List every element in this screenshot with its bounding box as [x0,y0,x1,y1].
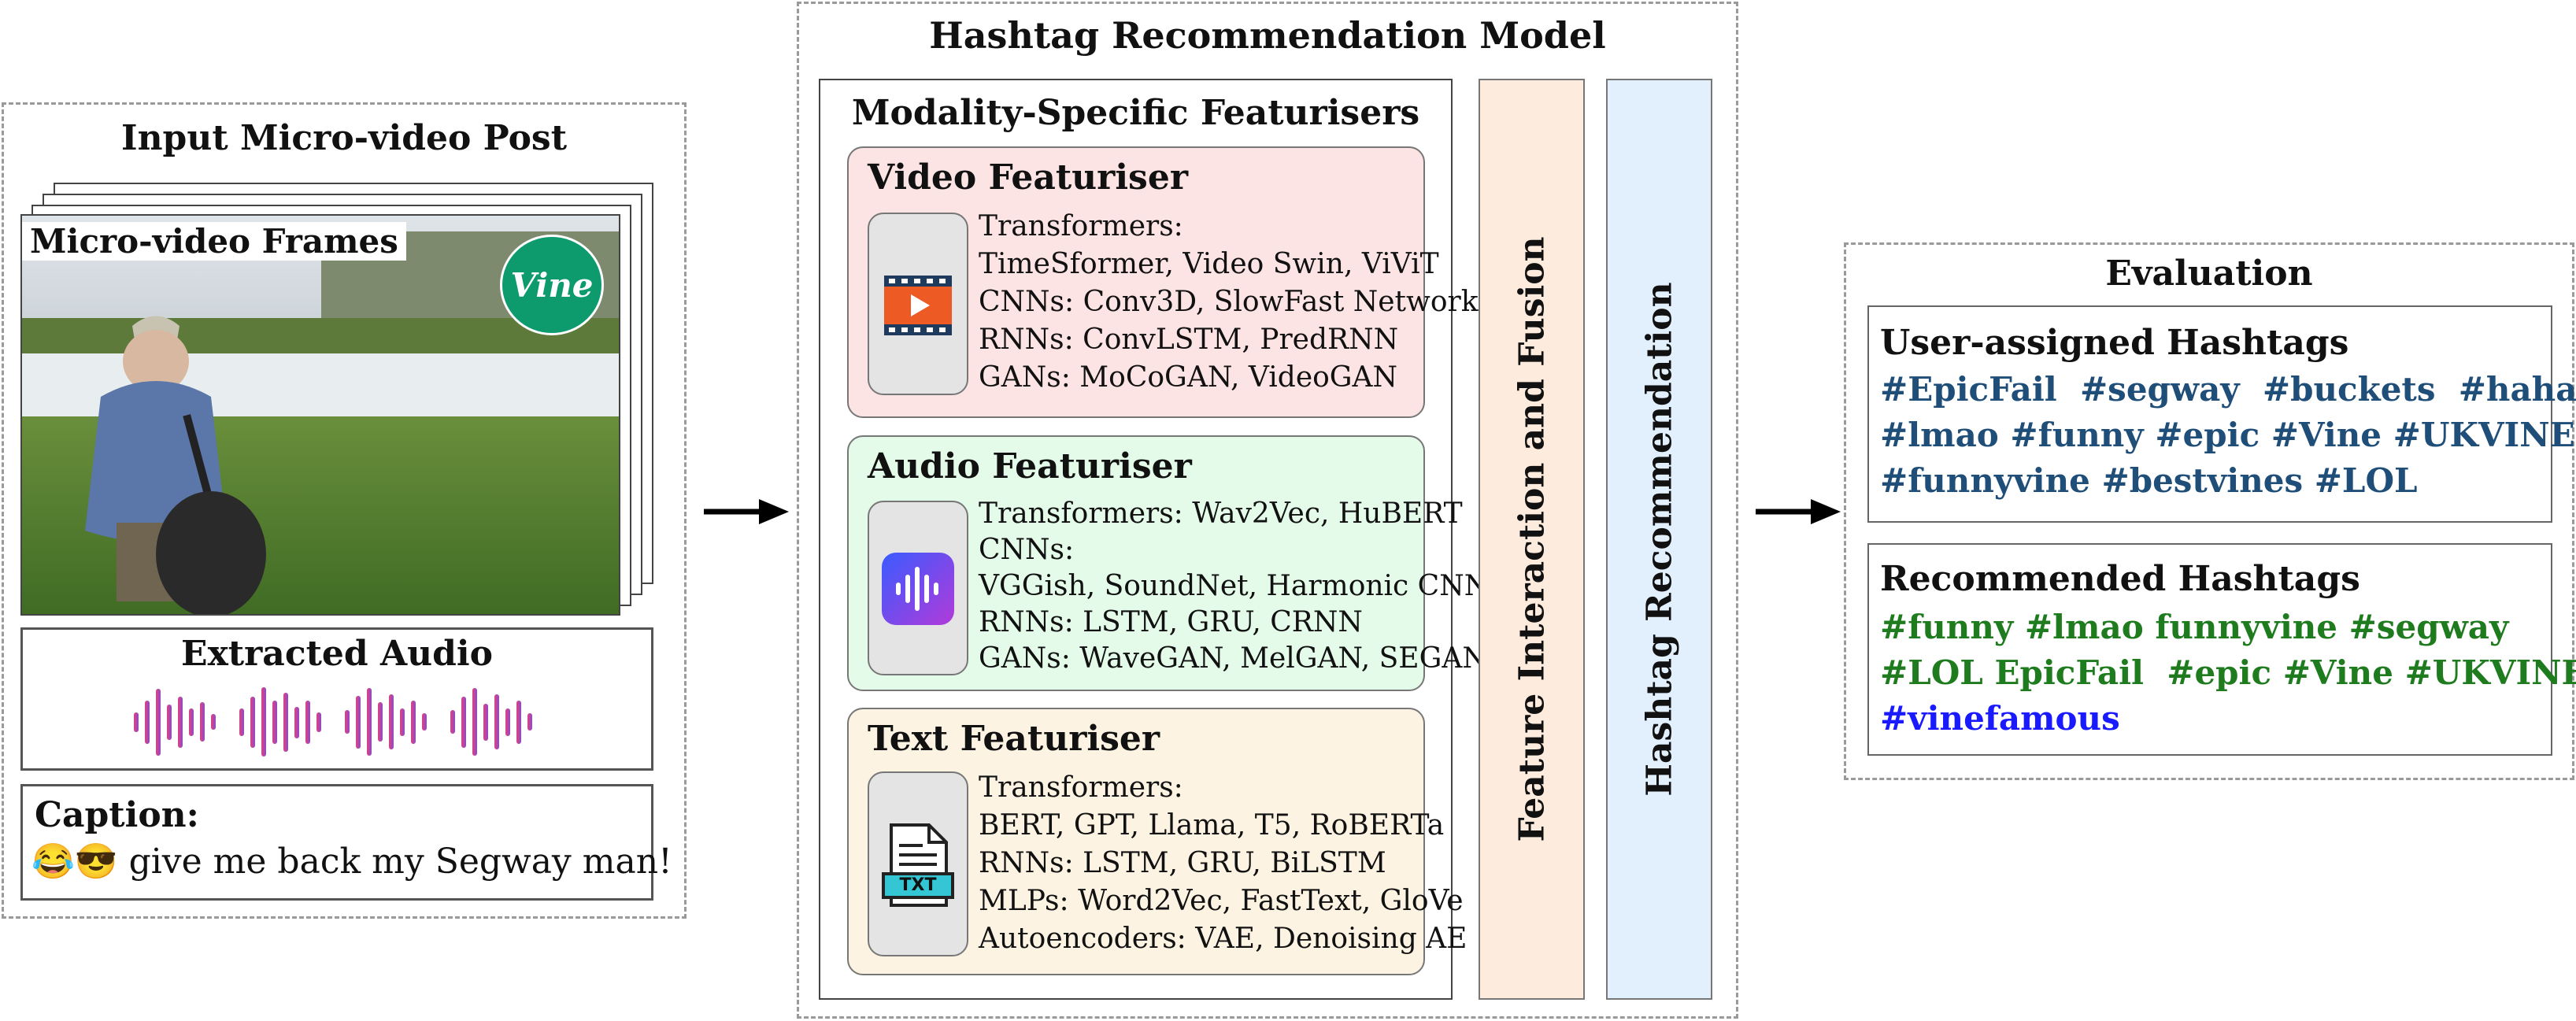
recommendation-label: Hashtag Recommendation [1639,282,1679,797]
text-featuriser-title: Text Featuriser [868,719,1160,759]
audio-model-line: CNNs: [979,534,1075,566]
video-featuriser-models: Transformers: TimeSformer, Video Swin, V… [979,208,1479,397]
user-hashtags-title: User-assigned Hashtags [1880,323,2349,363]
audio-wave-icon [882,553,954,625]
text-featuriser-models: Transformers: BERT, GPT, Llama, T5, RoBE… [979,769,1467,958]
featurisers-title: Modality-Specific Featurisers [851,93,1420,133]
text-model-line: Transformers: [979,771,1183,804]
audio-waveform-icon [134,687,532,757]
recommended-hashtag-line: #funny #lmao funnyvine #segway [1880,608,2509,646]
user-hashtag-line: #lmao #funny #epic #Vine #UKVINERS [1880,416,2576,454]
audio-featuriser-models: Transformers: Wav2Vec, HuBERT CNNs: VGGi… [979,496,1489,677]
vine-logo: Vine [500,235,604,335]
caption-text-line: 😂😎 give me back my Segway man! [31,841,672,882]
arrow-input-to-model [704,499,789,524]
audio-featuriser-title: Audio Featuriser [868,446,1192,486]
user-hashtag-line: #EpicFail #segway #buckets #hahaha [1880,370,2576,409]
model-title: Hashtag Recommendation Model [929,14,1606,57]
txt-file-icon [882,823,954,907]
extracted-audio-title: Extracted Audio [181,634,493,674]
frames-label: Micro-video Frames [22,222,406,261]
video-icon-tile [868,213,968,395]
text-model-line: BERT, GPT, Llama, T5, RoBERTa [979,809,1445,842]
featurisers-panel [819,79,1453,1000]
caption-text: give me back my Segway man! [117,842,672,882]
video-model-line: GANs: MoCoGAN, VideoGAN [979,361,1398,394]
text-icon-tile: TXT [868,771,968,956]
input-panel [2,102,687,919]
audio-model-line: RNNs: LSTM, GRU, CRNN [979,606,1363,638]
text-model-line: Autoencoders: VAE, Denoising AE [979,923,1468,955]
user-hashtag-line: #funnyvine #bestvines #LOL [1880,461,2418,500]
recommended-hashtag-line: #LOL EpicFail #epic #Vine #UKVINERS [1880,653,2576,692]
video-model-line: RNNs: ConvLSTM, PredRNN [979,324,1399,356]
audio-model-line: VGGish, SoundNet, Harmonic CNN [979,570,1490,602]
recommended-hashtags-list: #funny #lmao funnyvine #segway #LOL Epic… [1880,605,2576,742]
recommendation-column: Hashtag Recommendation [1606,79,1712,1000]
input-title: Input Micro-video Post [120,118,568,158]
new-recommended-hashtag: #vinefamous [1880,699,2120,738]
audio-model-line: GANs: WaveGAN, MelGAN, SEGAN [979,642,1487,675]
recommended-hashtags-title: Recommended Hashtags [1880,559,2360,599]
extracted-audio-box [20,627,653,771]
caption-box [20,784,653,901]
audio-icon-tile [868,501,968,675]
text-model-line: MLPs: Word2Vec, FastText, GloVe [979,885,1464,917]
fusion-column: Feature Interaction and Fusion [1479,79,1585,1000]
caption-label: Caption: [35,795,199,835]
audio-model-line: Transformers: Wav2Vec, HuBERT [979,498,1463,530]
segway-scene [22,216,619,614]
evaluation-title: Evaluation [2105,253,2313,294]
video-model-line: TimeSformer, Video Swin, ViViT [979,248,1439,280]
video-model-line: CNNs: Conv3D, SlowFast Network [979,286,1479,318]
user-hashtags-list: #EpicFail #segway #buckets #hahaha #lmao… [1880,367,2576,504]
evaluation-panel [1844,242,2574,780]
recommended-hashtags-box [1867,543,2552,756]
video-play-icon [884,276,952,335]
text-model-line: RNNs: LSTM, GRU, BiLSTM [979,847,1386,879]
user-hashtags-box [1867,305,2552,523]
caption-emojis: 😂😎 [31,842,118,882]
video-featuriser-title: Video Featuriser [868,157,1188,198]
vine-logo-text: Vine [510,265,594,305]
arrow-model-to-evaluation [1756,499,1841,524]
video-model-line: Transformers: [979,210,1183,242]
fusion-label: Feature Interaction and Fusion [1512,236,1552,842]
video-frame-image [20,214,620,616]
model-panel [797,2,1738,1019]
txt-icon-label: TXT [899,875,937,895]
